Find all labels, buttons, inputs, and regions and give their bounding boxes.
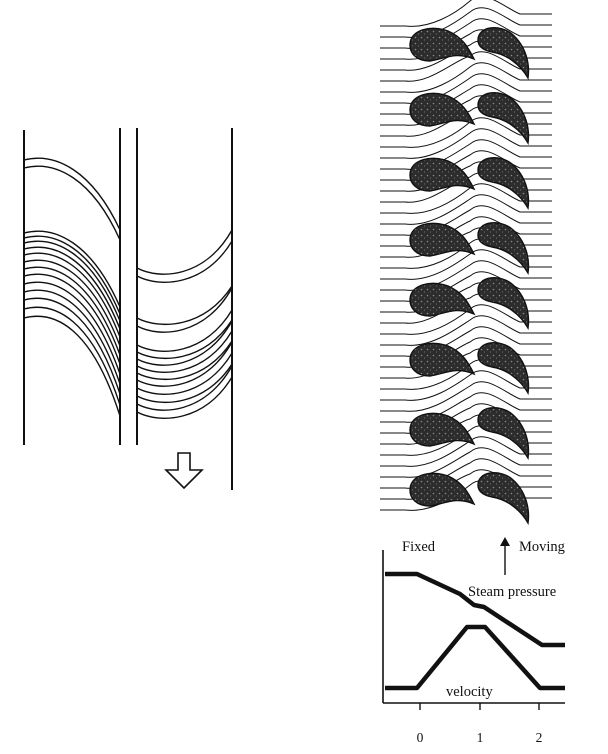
x-tick-label-1: 1 [477,730,484,745]
flow-line [380,139,552,170]
blade-passage-sketch [23,128,233,490]
flow-line [380,18,552,49]
moving-streamline [136,320,233,366]
fixed-streamline [23,252,121,338]
fixed-blade [409,282,476,317]
fixed-streamline [23,315,121,417]
flow-line [380,381,552,412]
steam-pressure-curve [385,571,565,648]
fixed-streamline [23,266,121,356]
flow-line [380,403,552,434]
steam-pressure-label: Steam pressure [468,584,556,600]
fixed-streamline [23,306,121,406]
fixed-streamline [23,259,121,347]
fixed-streamline [23,235,121,315]
flow-line [380,315,552,346]
fixed-streamline [23,157,121,231]
fixed-blade [409,157,476,192]
fixed-streamline [23,289,121,385]
flow-line [380,370,552,401]
moving-streamline [136,229,233,275]
moving-streamline [136,309,233,352]
flow-line [380,249,552,280]
moving-streamline [136,363,233,403]
moving-blade [477,342,530,396]
flow-line [380,73,552,104]
fixed-row-label: Fixed [402,539,436,555]
fixed-blade [409,92,476,127]
fixed-blade [409,412,476,447]
moving-streamline [136,340,233,380]
flow-line [380,458,552,489]
moving-blade [477,472,530,526]
flow-line [380,7,552,38]
flow-line [380,0,552,27]
moving-streamline [136,319,233,359]
flow-line [380,205,552,236]
flow-direction-arrow-icon [164,452,204,490]
fixed-streamline [23,297,121,395]
fixed-streamline [23,273,121,365]
fixed-blade-row [409,27,476,507]
fixed-blade [409,27,476,62]
moving-streamline [136,341,233,387]
fixed-streamline [23,165,121,241]
moving-streamline [136,330,233,373]
moving-streamline [136,365,233,411]
moving-row-label: Moving [519,539,565,555]
flow-line [380,392,552,423]
blade-cascade [380,0,552,526]
moving-streamline [136,240,233,283]
moving-blade [477,222,530,276]
moving-blade [477,92,530,146]
fixed-blade [409,472,476,507]
moving-blade [477,277,530,331]
moving-blade [477,27,530,81]
flow-line [380,128,552,159]
velocity-label: velocity [446,684,493,700]
moving-blade [477,407,530,461]
x-tick-label-2: 2 [536,730,543,745]
x-tick-label-0: 0 [417,730,424,745]
fixed-streamline [23,281,121,375]
fixed-streamline [23,240,121,322]
moving-row-streamlines [136,229,233,419]
moving-streamline [136,285,233,325]
moving-blade [477,157,530,211]
flow-line [380,271,552,302]
flow-arrow-up-icon [500,537,510,546]
fixed-streamline [23,230,121,308]
flow-line [380,194,552,225]
velocity-curve [385,624,565,691]
fixed-blade [409,222,476,257]
pressure-velocity-graph: Steam pressure velocity 0 1 2 [382,550,565,745]
flow-line [380,62,552,93]
fixed-row-streamlines [23,157,121,417]
moving-streamline [136,376,233,419]
moving-streamline [136,287,233,333]
fixed-streamline [23,246,121,330]
fixed-blade [409,342,476,377]
moving-blade-row [477,27,530,526]
flow-line [380,326,552,357]
moving-streamline [136,352,233,395]
